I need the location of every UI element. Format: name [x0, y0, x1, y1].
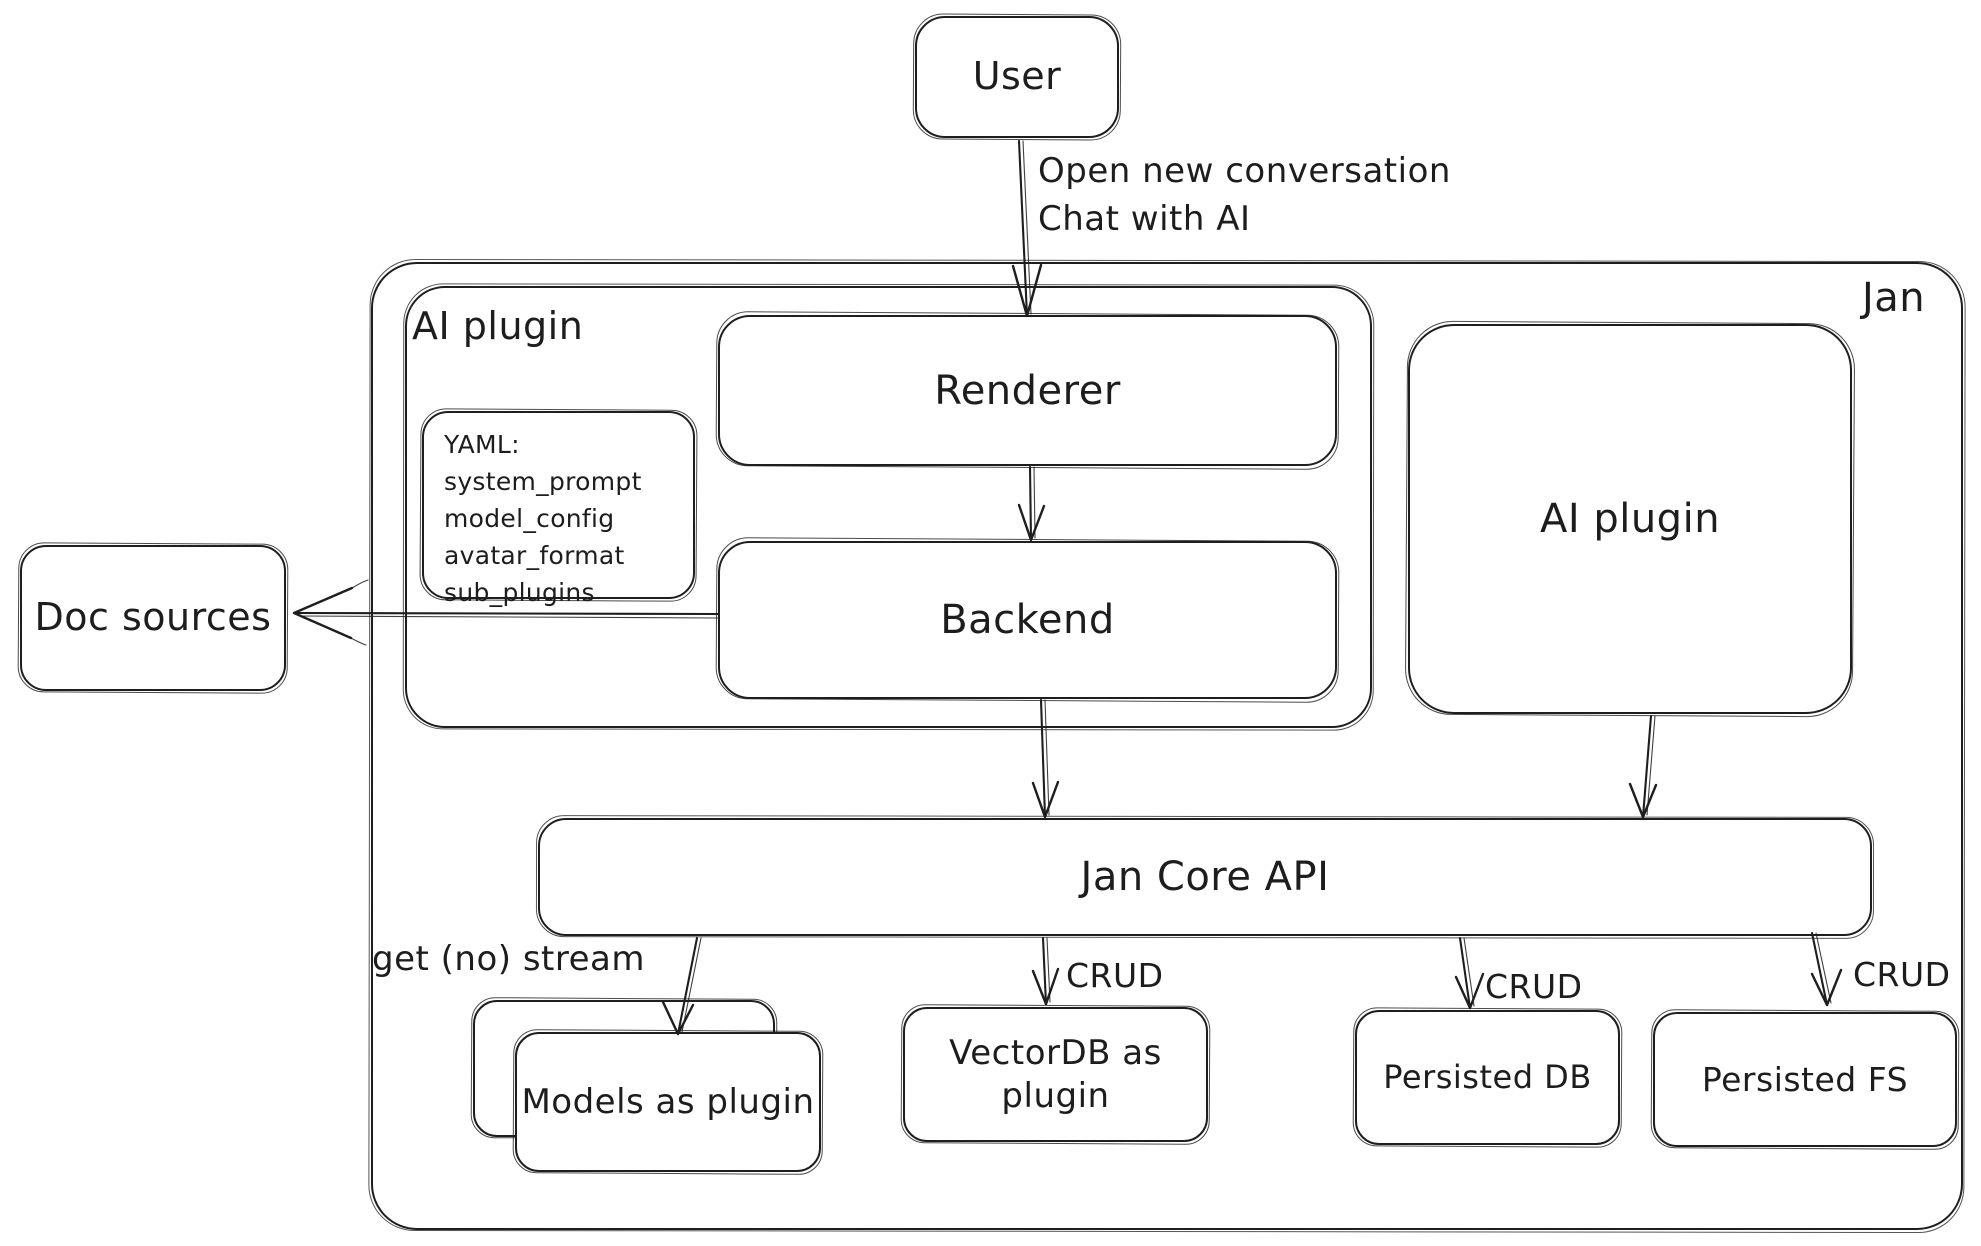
edge-label-user-flow: Open new conversation Chat with AI [1038, 151, 1451, 239]
persisted-db-label: Persisted DB [1383, 1058, 1592, 1097]
persisted-fs-label: Persisted FS [1701, 1059, 1909, 1099]
user-node: User [915, 16, 1119, 138]
edge-label-crud-persisted-db: CRUD [1485, 967, 1583, 1006]
models-as-plugin-label: Models as plugin [521, 1081, 815, 1122]
edge-label-crud-vectordb: CRUD [1066, 956, 1164, 995]
backend-node-label: Backend [940, 597, 1115, 643]
vectordb-as-plugin-label: VectorDB as plugin [949, 1033, 1162, 1116]
models-as-plugin-node: Models as plugin [515, 1032, 821, 1172]
jan-core-api-node: Jan Core API [538, 818, 1872, 936]
persisted-db-node: Persisted DB [1355, 1010, 1620, 1145]
renderer-node-label: Renderer [934, 367, 1121, 414]
doc-sources-node: Doc sources [20, 545, 286, 691]
persisted-fs-node: Persisted FS [1653, 1012, 1957, 1147]
doc-sources-label: Doc sources [34, 595, 272, 640]
edge-label-get-no-stream: get (no) stream [372, 939, 645, 979]
jan-container-label: Jan [1862, 275, 1926, 321]
jan-core-api-label: Jan Core API [1080, 854, 1330, 900]
ai-plugin-right-node: AI plugin [1408, 324, 1852, 714]
backend-node: Backend [718, 541, 1337, 699]
renderer-node: Renderer [718, 315, 1337, 466]
yaml-note: YAML: system_prompt model_config avatar_… [422, 411, 695, 607]
user-node-label: User [972, 54, 1062, 99]
yaml-note-text: YAML: system_prompt model_config avatar_… [444, 430, 642, 607]
edge-label-crud-persisted-fs: CRUD [1853, 955, 1951, 994]
ai-plugin-right-label: AI plugin [1539, 496, 1721, 542]
ai-plugin-group-label: AI plugin [412, 304, 584, 348]
vectordb-as-plugin-node: VectorDB as plugin [903, 1007, 1208, 1142]
